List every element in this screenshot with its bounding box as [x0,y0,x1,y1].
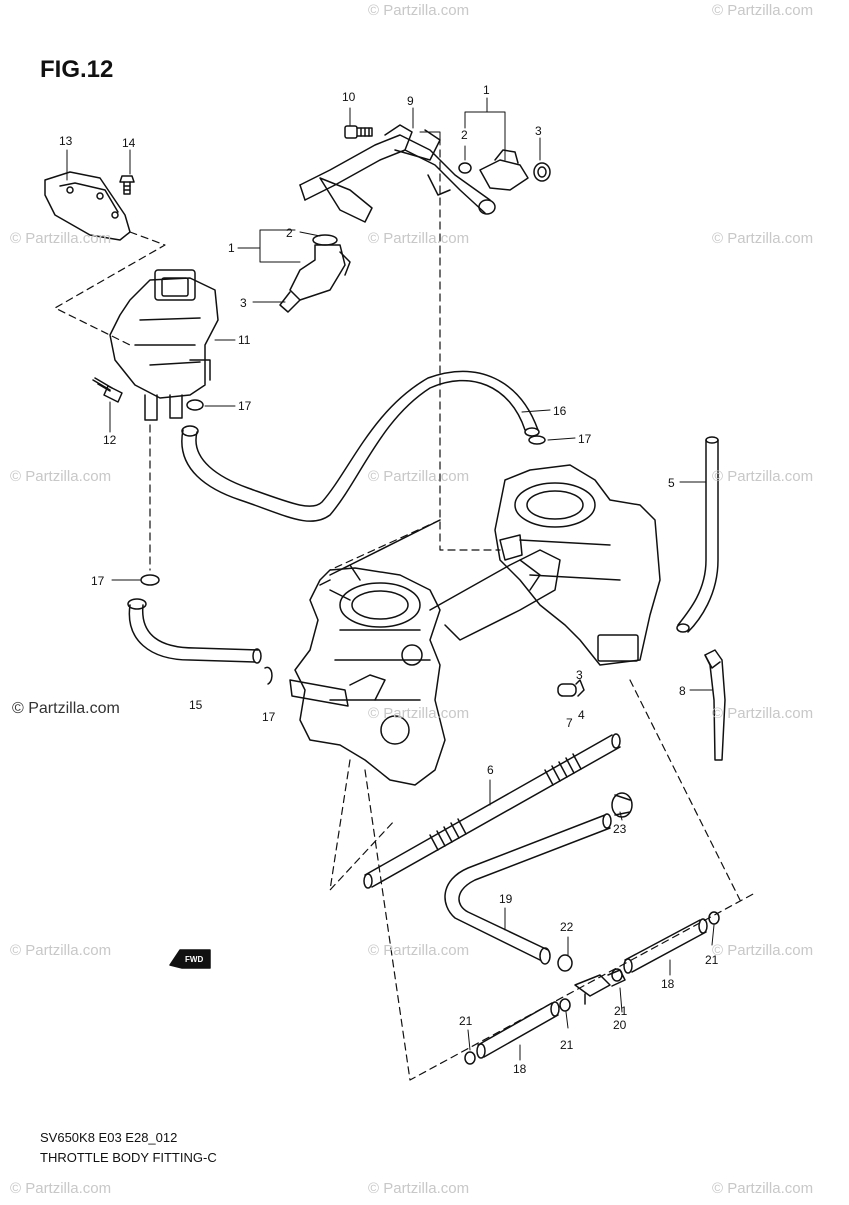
callout-2: 2 [286,226,293,240]
callout-1: 1 [228,241,235,255]
callout-13: 13 [59,134,73,148]
hose-5 [676,436,719,633]
hose-19 [444,813,612,965]
clamp-17-b [528,435,546,445]
watermark: © Partzilla.com [368,2,470,19]
callout-21: 21 [560,1038,574,1052]
callout-4: 4 [578,708,585,722]
watermark: © Partzilla.com [712,2,814,19]
callout-3: 3 [535,124,542,138]
callout-10: 10 [342,90,356,104]
callout-21: 21 [705,953,719,967]
watermark: © Partzilla.com [368,468,470,485]
callout-16: 16 [553,404,567,418]
callout-8: 8 [679,684,686,698]
callout-17: 17 [238,399,252,413]
watermark: © Partzilla.com [368,942,470,959]
callout-18: 18 [513,1062,527,1076]
clamp-8 [704,649,726,761]
callout-5: 5 [668,476,675,490]
watermark: © Partzilla.com [712,468,814,485]
brand-text: © Partzilla.com [12,700,120,717]
callout-9: 9 [407,94,414,108]
watermark: © Partzilla.com [10,230,112,247]
callout-2: 2 [461,128,468,142]
cap-7 [557,679,585,697]
callout-22: 22 [560,920,574,934]
callout-19: 19 [499,892,513,906]
clamp-21-b [611,968,623,982]
callout-1: 1 [483,83,490,97]
watermark: © Partzilla.com [712,1180,814,1197]
fuel-injector-1 [458,149,551,191]
callout-3: 3 [240,296,247,310]
watermark: © Partzilla.com [10,1180,112,1197]
fwd-arrow-icon [169,949,211,969]
callout-leaders [66,97,715,1061]
callout-12: 12 [103,433,117,447]
hose-18-bottom [476,1001,560,1059]
watermark: © Partzilla.com [712,942,814,959]
isc-valve-11 [109,269,219,421]
callout-3: 3 [576,668,583,682]
bolt-10 [344,125,373,139]
watermark: © Partzilla.com [368,230,470,247]
bracket-13 [44,171,131,241]
clamp-17-a [186,399,204,411]
screw-14 [119,175,135,195]
callout-15: 15 [189,698,203,712]
caption-code: SV650K8 E03 E28_012 [40,1130,178,1145]
hose-15 [127,598,273,685]
callout-21: 21 [614,1004,628,1018]
callout-17: 17 [578,432,592,446]
clamp-23 [611,792,633,818]
figure-title: FIG.12 [40,56,114,83]
callout-6: 6 [487,763,494,777]
clamp-22 [557,954,573,972]
watermark: © Partzilla.com [368,705,470,722]
callout-17: 17 [262,710,276,724]
callout-21: 21 [459,1014,473,1028]
hose-16 [181,370,540,522]
watermark: © Partzilla.com [368,1180,470,1197]
clamp-21-c [559,998,571,1012]
clamp-21-a [708,911,720,925]
pipe-6 [363,733,621,889]
fuel-injector-2 [279,234,351,313]
clamp-17-c [140,574,160,586]
leader-lines [54,149,756,1081]
clamp-21-d [464,1051,476,1065]
callout-20: 20 [613,1018,627,1032]
watermark: © Partzilla.com [10,468,112,485]
callout-17: 17 [91,574,105,588]
caption-title: THROTTLE BODY FITTING-C [40,1150,217,1165]
fwd-label: FWD [185,955,204,964]
watermark: © Partzilla.com [712,230,814,247]
fuel-delivery-pipe [299,124,496,223]
bolt-12 [92,377,123,403]
callout-7: 7 [566,716,573,730]
hose-18-right [623,918,708,974]
callout-11: 11 [238,333,251,347]
watermark: © Partzilla.com [10,942,112,959]
throttle-body [289,464,661,786]
watermark: © Partzilla.com [712,705,814,722]
callout-18: 18 [661,977,675,991]
callout-23: 23 [613,822,627,836]
callout-14: 14 [122,136,136,150]
